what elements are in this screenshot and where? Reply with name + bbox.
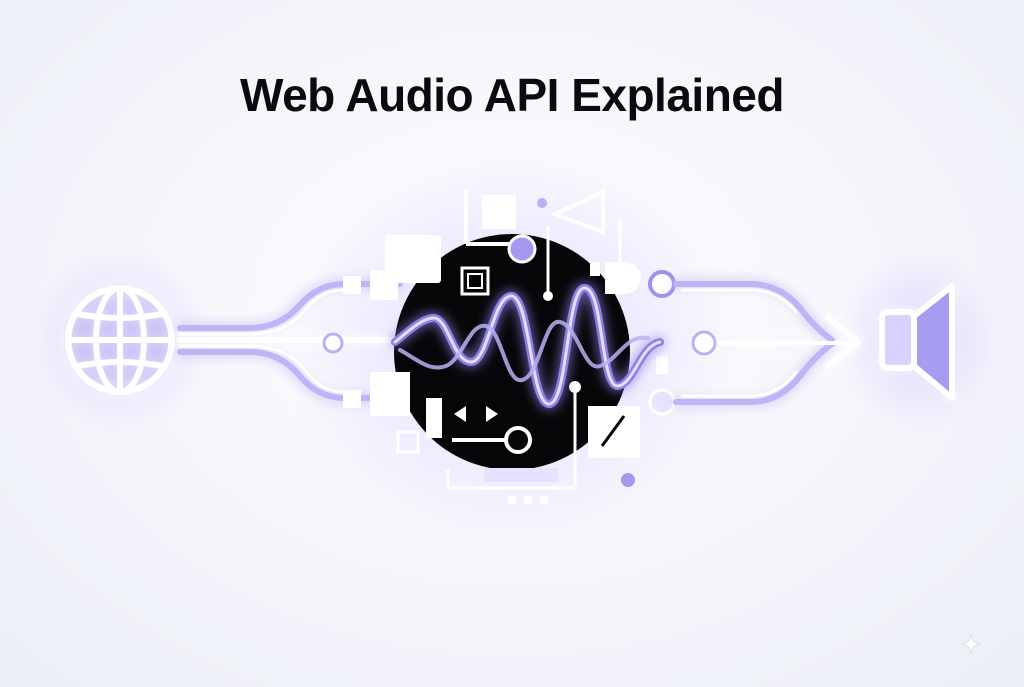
output-node-top: [648, 270, 676, 298]
play-controls-icon: [452, 406, 532, 454]
sparkle-icon: [960, 633, 982, 655]
output-node-center: [691, 330, 717, 356]
output-signal-paths: [673, 281, 861, 405]
output-node-bottom: [648, 388, 676, 416]
input-node-center: [322, 332, 344, 354]
input-node-top: [343, 276, 361, 294]
waveform-icon: [391, 284, 664, 408]
input-node-bottom: [343, 390, 361, 408]
input-signal-paths: [177, 281, 403, 401]
page-title: Web Audio API Explained: [240, 69, 784, 121]
audio-node-graph-icon: [370, 188, 668, 505]
speaker-icon: [879, 283, 955, 401]
audio-context-core: [394, 234, 630, 470]
globe-icon: [64, 284, 176, 396]
